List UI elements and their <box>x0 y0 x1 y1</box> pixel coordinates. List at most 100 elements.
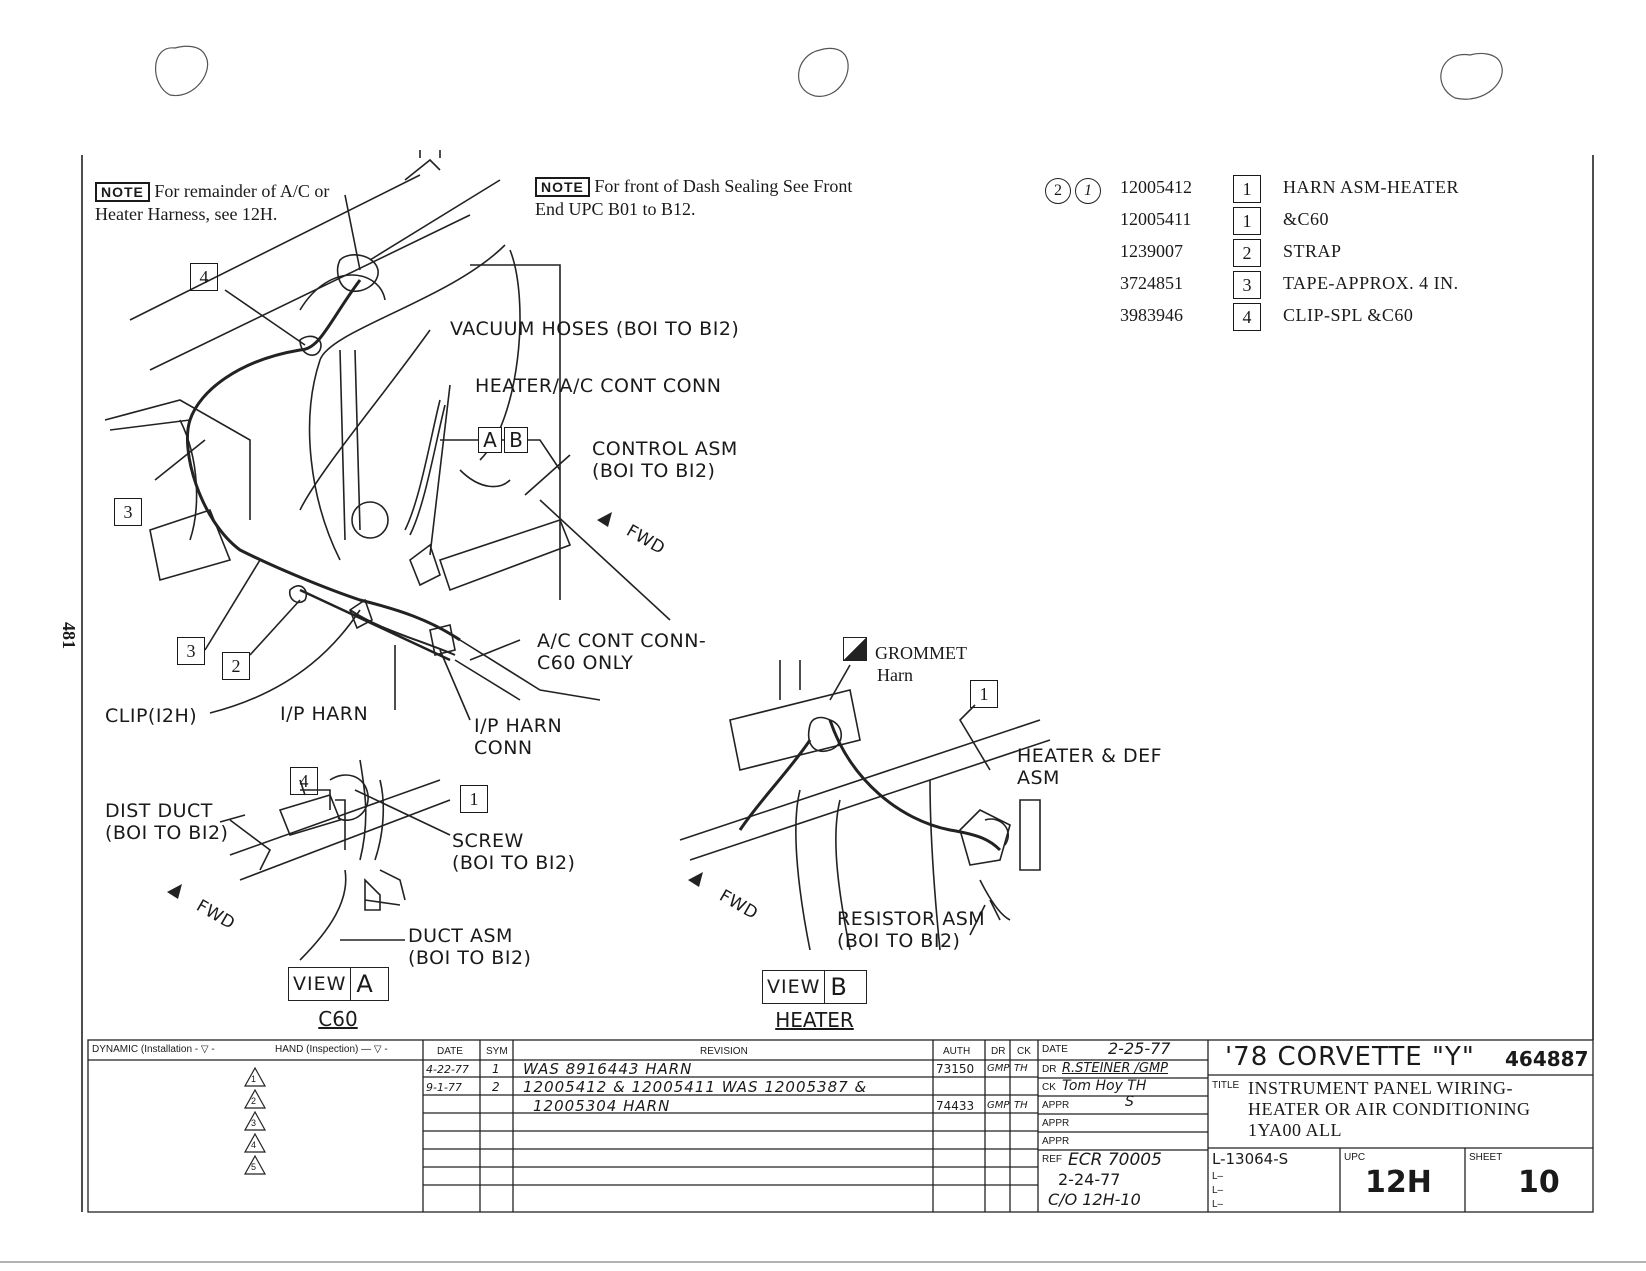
control-asm-line-2: (BOI TO BI2) <box>592 460 716 482</box>
key-box: 2 <box>1233 239 1261 267</box>
punch-holes <box>155 45 1503 100</box>
l-code: L-13064-S <box>1212 1150 1289 1168</box>
view-b-subcaption: HEATER <box>775 1008 854 1032</box>
appr-label: APPR <box>1042 1100 1070 1111</box>
part-description: STRAP <box>1283 241 1342 261</box>
view-b-drawing <box>679 660 1051 951</box>
key-callout-4-a: 4 <box>290 767 318 795</box>
resistor-line-1: RESISTOR ASM <box>837 908 986 930</box>
dynamic-label: DYNAMIC (Installation - ▽ - <box>92 1044 215 1055</box>
key-callout-3: 3 <box>114 498 142 526</box>
upc-value: 12H <box>1365 1165 1432 1200</box>
part-number: 3983946 <box>1120 305 1183 325</box>
hand-label: HAND (Inspection) — ▽ - <box>275 1044 388 1055</box>
duct-asm-line-1: DUCT ASM <box>408 925 513 947</box>
title-line-1: INSTRUMENT PANEL WIRING- <box>1248 1078 1514 1098</box>
ref-value-3: C/O 12H-10 <box>1048 1190 1141 1209</box>
col-date-header: DATE <box>437 1046 463 1057</box>
title-block-grid <box>87 1039 1594 1213</box>
grommet-text: GROMMET <box>875 643 968 663</box>
dist-duct-line-2: (BOI TO BI2) <box>105 822 229 844</box>
harn-text: Harn <box>877 665 913 685</box>
rev-date: 9-1-77 <box>426 1081 462 1094</box>
rev-symbol: 4 <box>251 1140 257 1150</box>
qualifier-circle: 2 <box>1045 178 1071 204</box>
screw-line-1: SCREW <box>452 830 524 852</box>
part-description: CLIP-SPL &C60 <box>1283 305 1414 325</box>
control-asm-label: CONTROL ASM (BOI TO BI2) <box>592 438 738 482</box>
car-title: '78 CORVETTE "Y" <box>1225 1042 1475 1072</box>
view-b-caption: VIEW B HEATER <box>762 970 867 1032</box>
key-box: 1 <box>1233 175 1261 203</box>
parts-row: 12005411 1 &C60 <box>1120 207 1540 239</box>
rev-symbol: 3 <box>251 1118 257 1128</box>
key-box: 3 <box>1233 271 1261 299</box>
rev-dr: GMP <box>987 1100 1010 1111</box>
sheet-label: SHEET <box>1469 1152 1503 1163</box>
parts-row: 12005412 1 HARN ASM-HEATER <box>1120 175 1540 207</box>
screw-line-2: (BOI TO BI2) <box>452 852 576 874</box>
parts-row: 3724851 3 TAPE-APPROX. 4 IN. <box>1120 271 1540 303</box>
screw-label: SCREW (BOI TO BI2) <box>452 830 575 874</box>
rev-dr: GMP <box>987 1063 1010 1074</box>
vacuum-hoses-label: VACUUM HOSES (BOI TO BI2) <box>450 318 740 340</box>
rev-text: 12005304 HARN <box>533 1097 671 1115</box>
col-revision-header: REVISION <box>700 1046 748 1057</box>
heater-def-line-1: HEATER & DEF <box>1017 745 1163 767</box>
view-b-word: VIEW <box>767 976 821 998</box>
rev-ck: TH <box>1014 1100 1028 1111</box>
part-number: 1239007 <box>1120 241 1183 261</box>
ip-harn-conn-line-1: I/P HARN <box>474 715 563 737</box>
rev-symbol: 1 <box>251 1074 257 1084</box>
rev-text: 12005412 & 12005411 WAS 12005387 & <box>523 1078 868 1096</box>
view-a-word: VIEW <box>293 973 347 995</box>
duct-asm-line-2: (BOI TO BI2) <box>408 947 532 969</box>
key-callout-3b: 3 <box>177 637 205 665</box>
key-callout-2: 2 <box>222 652 250 680</box>
qualifier-circle: 1 <box>1075 178 1101 204</box>
sheet-value: 10 <box>1518 1165 1560 1200</box>
part-number: 12005411 <box>1120 209 1192 229</box>
ac-cont-conn-line-1: A/C CONT CONN- <box>537 630 707 652</box>
heater-def-line-2: ASM <box>1017 767 1060 789</box>
view-b-tag: B <box>504 427 528 453</box>
parts-row: 1239007 2 STRAP <box>1120 239 1540 271</box>
ck-value: Tom Hoy TH <box>1062 1078 1147 1094</box>
rev-auth: 73150 <box>936 1062 975 1076</box>
col-sym-header: SYM <box>486 1046 508 1057</box>
ip-harn-label: I/P HARN <box>280 703 369 725</box>
control-asm-line-1: CONTROL ASM <box>592 438 738 460</box>
dist-duct-line-1: DIST DUCT <box>105 800 213 822</box>
part-description: TAPE-APPROX. 4 IN. <box>1283 273 1459 293</box>
dr-value: R.STEINER /GMP <box>1062 1061 1169 1076</box>
appr-label-2: APPR <box>1042 1118 1070 1129</box>
title-text: INSTRUMENT PANEL WIRING- HEATER OR AIR C… <box>1248 1078 1530 1141</box>
resistor-asm-label: RESISTOR ASM (BOI TO BI2) <box>837 908 985 952</box>
col-auth-header: AUTH <box>943 1046 971 1057</box>
harness-note-text: For remainder of A/C or Heater Harness, … <box>95 181 330 224</box>
key-callout-1-a: 1 <box>460 785 488 813</box>
parts-row: 3983946 4 CLIP-SPL &C60 <box>1120 303 1540 335</box>
sealing-note: NOTE For front of Dash Sealing See Front… <box>535 175 875 220</box>
ac-cont-conn-label: A/C CONT CONN- C60 ONLY <box>537 630 706 674</box>
page-number: 481 <box>59 622 79 649</box>
ip-harn-conn-line-2: CONN <box>474 737 533 759</box>
col-dr-header: DR <box>991 1046 1006 1057</box>
part-description: HARN ASM-HEATER <box>1283 177 1460 197</box>
view-a-caption: VIEW A C60 <box>288 967 389 1031</box>
part-number: 3724851 <box>1120 273 1183 293</box>
part-description: &C60 <box>1283 209 1330 229</box>
drawing-number: 464887 <box>1505 1047 1589 1071</box>
note-tag: NOTE <box>95 182 150 202</box>
date-label: DATE <box>1042 1044 1068 1055</box>
clip-label: CLIP(I2H) <box>105 705 198 727</box>
rev-symbol: 2 <box>251 1096 257 1106</box>
col-ck-header: CK <box>1017 1046 1031 1057</box>
appr-value: S <box>1125 1094 1134 1110</box>
duct-asm-label: DUCT ASM (BOI TO BI2) <box>408 925 531 969</box>
ref-label: REF <box>1042 1154 1062 1165</box>
rev-date: 4-22-77 <box>426 1063 469 1076</box>
title-line-2: HEATER OR AIR CONDITIONING <box>1248 1099 1531 1119</box>
